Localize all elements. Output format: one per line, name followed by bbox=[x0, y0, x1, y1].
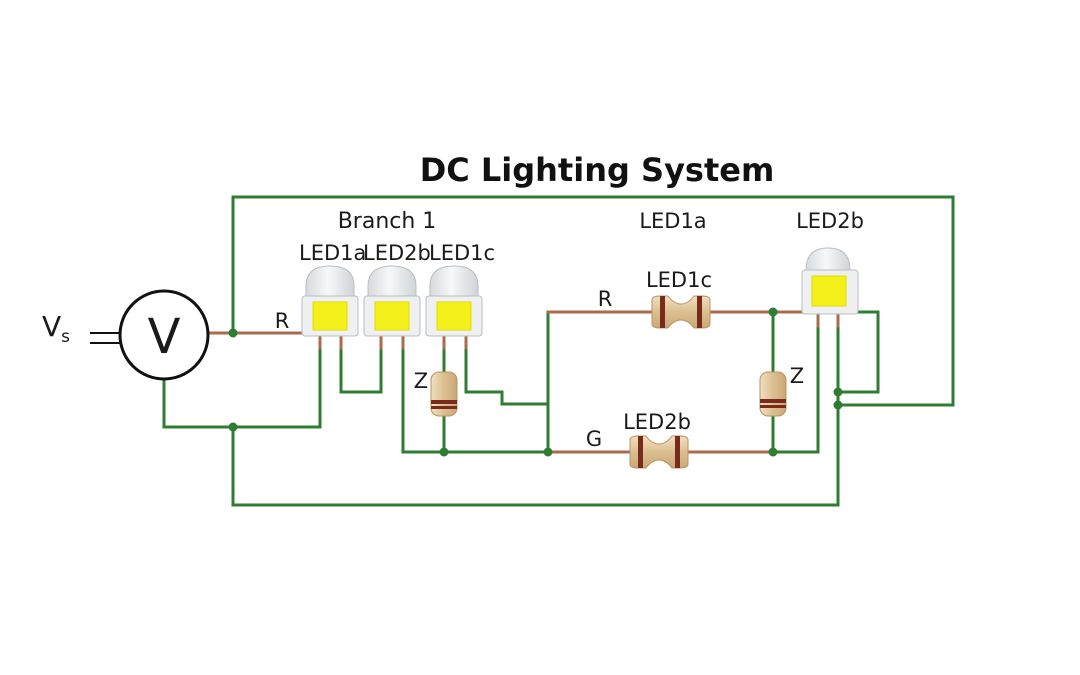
wire-top-loop bbox=[231, 195, 955, 407]
g-middle-label: G bbox=[586, 427, 602, 451]
wire-led1c-right bbox=[464, 336, 550, 406]
resistor-led2b bbox=[629, 435, 689, 469]
junction-dot bbox=[768, 447, 778, 457]
led-right-led2b bbox=[801, 247, 859, 315]
led2b-right-label: LED2b bbox=[796, 209, 864, 233]
resistor-z-left bbox=[430, 371, 458, 417]
branch-label: Branch 1 bbox=[338, 209, 437, 234]
led-led1a bbox=[301, 265, 359, 337]
wire-source-return bbox=[162, 336, 322, 429]
wire-led-link-1 bbox=[339, 336, 383, 394]
resistor-z-right bbox=[759, 371, 787, 417]
junction-dots bbox=[228, 307, 843, 457]
junction-dot bbox=[543, 447, 553, 457]
led-row-label-1: LED1a bbox=[299, 241, 366, 265]
junction-dot bbox=[228, 422, 238, 432]
led-row-label-3: LED1c bbox=[429, 241, 495, 265]
wire-bottom-loop bbox=[231, 318, 840, 507]
junction-dot bbox=[768, 307, 778, 317]
led-row-label-2: LED2b bbox=[363, 241, 431, 265]
diagram-title: DC Lighting System bbox=[420, 151, 775, 189]
junction-dot bbox=[833, 387, 843, 397]
wire-led2b-right-loop bbox=[836, 310, 880, 394]
led-led1c bbox=[425, 265, 483, 337]
r-middle-label: R bbox=[598, 287, 613, 311]
led2b-resistor-label: LED2b bbox=[623, 410, 691, 434]
r-left-label: R bbox=[275, 309, 290, 333]
voltage-source: V Vs bbox=[42, 289, 210, 381]
led-led2b bbox=[363, 265, 421, 337]
source-symbol: V bbox=[148, 309, 181, 365]
green-wires bbox=[162, 195, 955, 507]
led1c-resistor-label: LED1c bbox=[646, 268, 712, 292]
copper-wires bbox=[208, 310, 840, 454]
led1a-right-label: LED1a bbox=[639, 209, 706, 233]
wire-led2b-lead bbox=[401, 336, 550, 454]
resistor-led1c bbox=[651, 295, 711, 329]
junction-dot bbox=[439, 447, 449, 457]
z-right-label: Z bbox=[790, 364, 804, 388]
junction-dot bbox=[228, 328, 238, 338]
junction-dot bbox=[833, 400, 843, 410]
source-name: Vs bbox=[42, 310, 70, 347]
z-left-label: Z bbox=[414, 369, 428, 393]
